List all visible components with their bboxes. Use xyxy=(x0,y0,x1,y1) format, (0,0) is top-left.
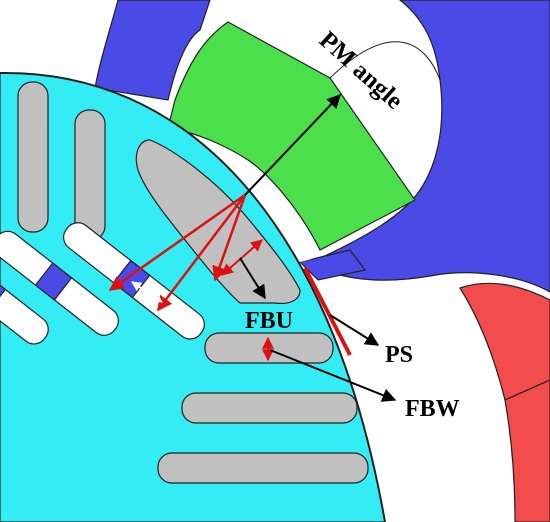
flux-barrier-bar xyxy=(181,392,358,424)
fbw-leader xyxy=(269,349,397,402)
ps-leader xyxy=(329,314,380,346)
flux-barrier-bar xyxy=(157,452,369,484)
pm-width-arrow xyxy=(131,281,163,303)
rotor-slot xyxy=(0,239,49,345)
rotor-outer-edge xyxy=(0,71,386,522)
stator-tooth-shoe xyxy=(298,249,367,281)
rotor-pm-slot xyxy=(34,262,73,301)
fbw-label: FBW xyxy=(405,396,460,422)
fbu-label: FBU xyxy=(245,308,293,334)
pm-angle-ray xyxy=(244,93,341,196)
magnets-red xyxy=(459,282,550,522)
pole-shoe-line xyxy=(303,267,352,356)
magnet-green xyxy=(167,21,416,251)
annotations xyxy=(108,93,397,402)
flux-barrier xyxy=(17,81,49,233)
red-ray xyxy=(157,194,246,312)
stator-tooth-left xyxy=(94,0,211,101)
red-ray xyxy=(212,194,247,282)
magnet-green-outline xyxy=(329,41,441,81)
fbu-dimension-arrow xyxy=(221,239,263,276)
fbu-leader xyxy=(239,257,266,300)
ps-label: PS xyxy=(385,342,413,368)
magnet-red-lower xyxy=(504,379,550,522)
flux-barrier xyxy=(74,109,106,241)
magnet-red-upper xyxy=(459,282,550,401)
red-ray xyxy=(108,193,246,292)
